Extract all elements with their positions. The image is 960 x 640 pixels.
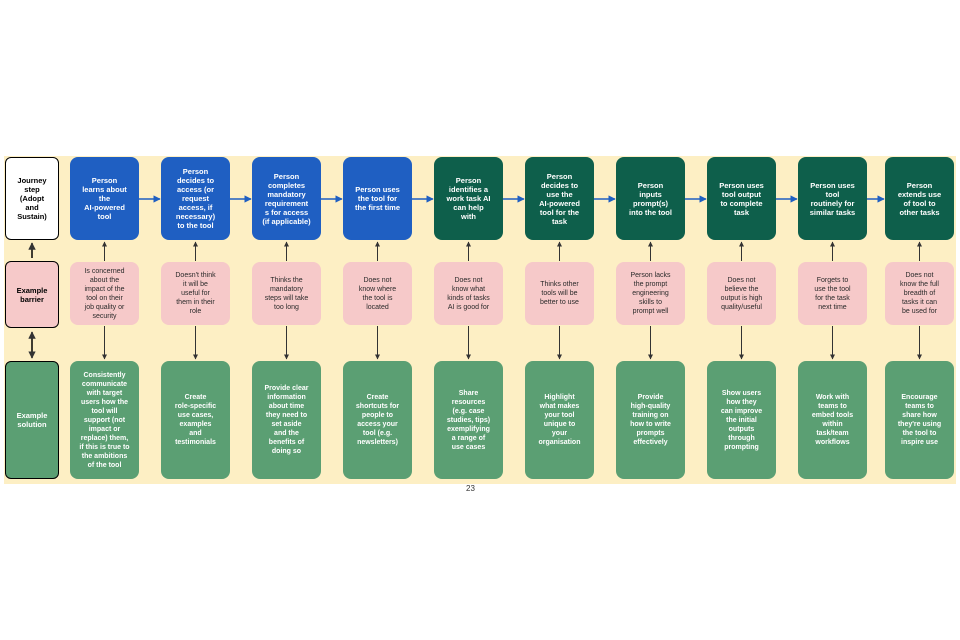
example-barrier-8: Does not believe the output is high qual…: [707, 262, 776, 325]
journey-step-8: Person uses tool output to complete task: [707, 157, 776, 240]
example-solution-6: Highlight what makes your tool unique to…: [525, 361, 594, 479]
example-solution-5: Share resources (e.g. case studies, tips…: [434, 361, 503, 479]
example-solution-7: Provide high-quality training on how to …: [616, 361, 685, 479]
example-solution-10: Encourage teams to share how they're usi…: [885, 361, 954, 479]
example-solution-2: Create role-specific use cases, examples…: [161, 361, 230, 479]
example-barrier-4: Does not know where the tool is located: [343, 262, 412, 325]
example-barrier-1: Is concerned about the impact of the too…: [70, 262, 139, 325]
example-solution-1: Consistently communicate with target use…: [70, 361, 139, 479]
example-barrier-5: Does not know what kinds of tasks AI is …: [434, 262, 503, 325]
example-solution-9: Work with teams to embed tools within ta…: [798, 361, 867, 479]
journey-step-5: Person identifies a work task AI can hel…: [434, 157, 503, 240]
row-label-journey-step: Journey step (Adopt and Sustain): [5, 157, 59, 240]
journey-step-3: Person completes mandatory requirement s…: [252, 157, 321, 240]
page-number: 23: [466, 484, 475, 493]
journey-step-7: Person inputs prompt(s) into the tool: [616, 157, 685, 240]
example-solution-3: Provide clear information about time the…: [252, 361, 321, 479]
journey-step-10: Person extends use of tool to other task…: [885, 157, 954, 240]
journey-step-4: Person uses the tool for the first time: [343, 157, 412, 240]
journey-step-2: Person decides to access (or request acc…: [161, 157, 230, 240]
example-barrier-6: Thinks other tools will be better to use: [525, 262, 594, 325]
journey-step-9: Person uses tool routinely for similar t…: [798, 157, 867, 240]
example-solution-8: Show users how they can improve the init…: [707, 361, 776, 479]
journey-step-6: Person decides to use the AI-powered too…: [525, 157, 594, 240]
example-barrier-9: Forgets to use the tool for the task nex…: [798, 262, 867, 325]
row-label-example-barrier: Example barrier: [5, 261, 59, 328]
example-solution-4: Create shortcuts for people to access yo…: [343, 361, 412, 479]
example-barrier-2: Doesn't think it will be useful for them…: [161, 262, 230, 325]
journey-step-1: Person learns about the AI-powered tool: [70, 157, 139, 240]
example-barrier-7: Person lacks the prompt engineering skil…: [616, 262, 685, 325]
example-barrier-10: Does not know the full breadth of tasks …: [885, 262, 954, 325]
example-barrier-3: Thinks the mandatory steps will take too…: [252, 262, 321, 325]
row-label-example-solution: Example solution: [5, 361, 59, 479]
